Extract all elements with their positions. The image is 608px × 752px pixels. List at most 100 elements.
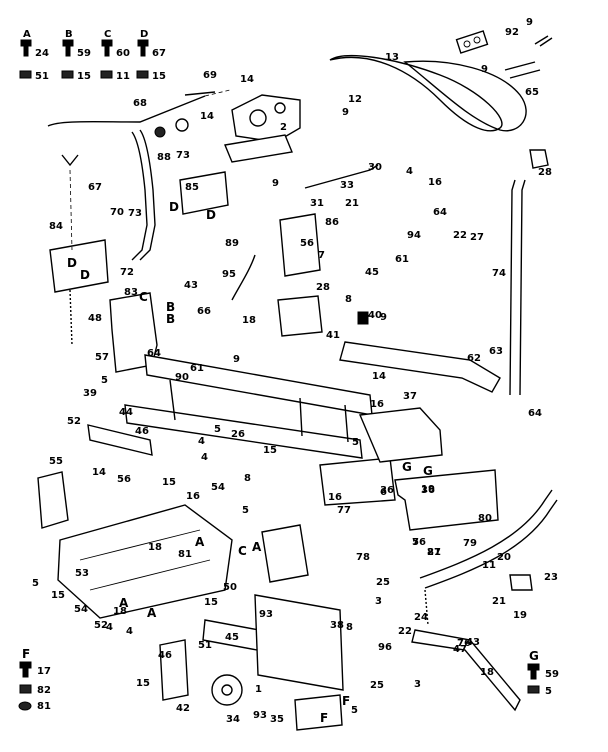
letter-mark: A	[147, 606, 157, 620]
part-callout: 14	[200, 111, 214, 122]
part-callout: 4	[126, 626, 133, 637]
part-callout: 85	[185, 182, 199, 193]
part-callout: 15	[263, 445, 277, 456]
bolt-icon	[19, 661, 32, 678]
legend-num-f: 17	[37, 666, 51, 677]
part-callout: 15	[204, 597, 218, 608]
part-callout: 16	[370, 399, 384, 410]
part-callout: 80	[478, 513, 492, 524]
part-callout: 12	[348, 94, 362, 105]
legend-key-b: B	[65, 29, 73, 40]
part-callout: 41	[326, 330, 340, 341]
part-callout: 27	[427, 547, 441, 558]
letter-mark: B	[166, 312, 175, 326]
part-callout: 18	[480, 667, 494, 678]
letter-mark: C	[139, 290, 148, 304]
part-callout: 24	[414, 612, 428, 623]
part-callout: 14	[92, 467, 106, 478]
part-callout: 7	[318, 250, 325, 261]
part-callout: 81	[178, 549, 192, 560]
part-callout: 36	[380, 485, 394, 496]
part-callout: 8	[345, 294, 352, 305]
part-callout: 81	[427, 547, 441, 558]
part-callout: 64	[433, 207, 447, 218]
part-callout: 14	[372, 371, 386, 382]
part-callout: 95	[222, 269, 236, 280]
bolt-icon	[527, 663, 540, 680]
legend-bottom-right: G 59 5	[527, 649, 559, 697]
part-callout: 33	[340, 180, 354, 191]
part-callout: 50	[223, 582, 237, 593]
part-callout: 19	[513, 610, 527, 621]
part-callout: 54	[74, 604, 88, 615]
part-callout: 6	[380, 487, 387, 498]
part-callout: 67	[88, 182, 102, 193]
part-callout: 43	[466, 637, 480, 648]
part-callout: 90	[175, 372, 189, 383]
legend-nut-b: 15	[77, 71, 91, 82]
legend-num-c: 60	[116, 48, 130, 59]
part-callout: 76	[412, 537, 426, 548]
legend-top: A 24 B 59 C 60 D 67 51 15 11 15	[19, 29, 166, 82]
part-callout: 68	[133, 98, 147, 109]
part-callout: 84	[49, 221, 63, 232]
part-callout: 19	[421, 484, 435, 495]
part-callout: 96	[378, 642, 392, 653]
part-callout: 5	[242, 505, 249, 516]
part-callout: 18	[113, 606, 127, 617]
legend-nut-d: 15	[152, 71, 166, 82]
legend-nut-a: 51	[35, 71, 49, 82]
bolt-icon	[20, 39, 32, 57]
part-callout: 37	[403, 391, 417, 402]
part-callout: 20	[497, 552, 511, 563]
part-callout: 94	[407, 230, 421, 241]
part-callout: 52	[94, 620, 108, 631]
part-callout: 2	[280, 122, 287, 133]
part-callout: 21	[492, 596, 506, 607]
legend-nut-c: 11	[116, 71, 130, 82]
letter-mark: B	[166, 300, 175, 314]
part-callout: 76	[457, 638, 471, 649]
part-callout: 16	[428, 177, 442, 188]
part-callout: 44	[119, 407, 133, 418]
legend-key-g: G	[529, 649, 539, 663]
part-callout: 5	[32, 578, 39, 589]
part-callout: 89	[225, 238, 239, 249]
legend-num-g: 59	[545, 669, 559, 680]
letter-mark: F	[320, 711, 328, 725]
part-callout: 88	[157, 152, 171, 163]
part-callout: 5	[101, 375, 108, 386]
part-callout: 62	[467, 353, 481, 364]
letter-mark: G	[423, 464, 433, 478]
part-callout: 46	[158, 650, 172, 661]
part-callout: 51	[198, 640, 212, 651]
bolt-icon	[62, 39, 74, 57]
part-callout: 38	[330, 620, 344, 631]
part-callout: 54	[211, 482, 225, 493]
part-lines	[37, 30, 558, 731]
part-callout: 93	[259, 609, 273, 620]
part-callout: 64	[147, 348, 161, 359]
letter-mark: A	[119, 596, 129, 610]
part-callout: 4	[201, 452, 208, 463]
part-callout: 25	[376, 577, 390, 588]
nut-icon	[100, 70, 113, 79]
letter-mark: F	[342, 694, 350, 708]
part-callout: 46	[135, 426, 149, 437]
part-callout: 45	[365, 267, 379, 278]
part-callout: 15	[162, 477, 176, 488]
part-callout: 18	[148, 542, 162, 553]
part-callout: 48	[88, 313, 102, 324]
part-callout: 3	[414, 679, 421, 690]
part-callout: 47	[453, 644, 467, 655]
part-callout: 56	[300, 238, 314, 249]
part-callout: 26	[231, 429, 245, 440]
part-callout: 63	[489, 346, 503, 357]
part-callout: 23	[544, 572, 558, 583]
part-callout: 14	[240, 74, 254, 85]
part-callout: 4	[406, 166, 413, 177]
part-callout: 53	[75, 568, 89, 579]
part-callout: 28	[316, 282, 330, 293]
part-callout: 5	[412, 537, 419, 548]
